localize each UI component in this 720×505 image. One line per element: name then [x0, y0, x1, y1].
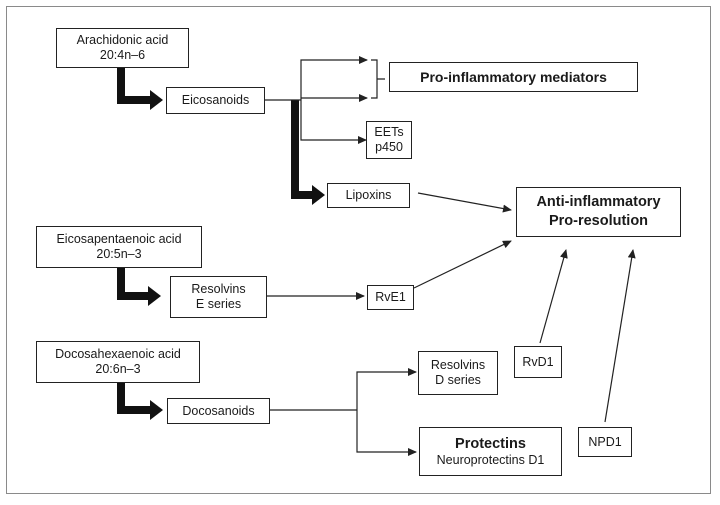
node-arachidonic-acid: Arachidonic acid 20:4n–6: [56, 28, 189, 68]
thick-arrow-dha-docosanoids: [117, 382, 152, 414]
node-resolvins-e-series: Resolvins E series: [170, 276, 267, 318]
node-dha-line2: 20:6n–3: [95, 362, 141, 376]
thick-arrowhead-dha-docosanoids: [150, 400, 163, 420]
node-protectins-line1: Protectins: [455, 436, 526, 452]
arrow-rve1-anti: [413, 240, 512, 289]
node-rve1: RvE1: [367, 285, 414, 310]
arrow-npd1-anti: [604, 249, 636, 423]
node-dha-line1: Docosahexaenoic acid: [55, 347, 181, 361]
thin-arrows: [265, 56, 636, 456]
node-docosanoids-label: Docosanoids: [182, 403, 255, 418]
node-resolvins-e-line1: Resolvins: [191, 282, 246, 296]
thick-arrow-arachidonic-eicosanoids: [117, 68, 152, 104]
node-rvd1-label: RvD1: [522, 354, 554, 369]
node-resolvins-d-series: Resolvins D series: [418, 351, 498, 395]
node-anti-inflammatory: Anti-inflammatory Pro-resolution: [516, 187, 681, 237]
node-eets-line2: p450: [375, 140, 403, 154]
thick-arrowhead-eicosanoids-lipoxins: [312, 185, 325, 205]
node-arachidonic-line2: 20:4n–6: [99, 48, 146, 62]
thick-arrowhead-arachidonic-eicosanoids: [150, 90, 163, 110]
node-eets-line1: EETs: [374, 125, 404, 139]
node-arachidonic-line1: Arachidonic acid: [76, 33, 169, 47]
node-pro-inflammatory-mediators: Pro-inflammatory mediators: [389, 62, 638, 92]
node-lipoxins: Lipoxins: [327, 183, 410, 208]
arrow-lipoxins-anti: [417, 192, 512, 213]
node-npd1: NPD1: [578, 427, 632, 457]
node-epa-line2: 20:5n–3: [96, 247, 142, 261]
node-resolvins-e-line2: E series: [195, 297, 242, 311]
brace-pro-inflammatory: [371, 59, 385, 99]
node-docosanoids: Docosanoids: [167, 398, 270, 424]
node-npd1-label: NPD1: [588, 434, 622, 449]
node-eets: EETs p450: [366, 121, 412, 159]
arrow-to-pro-inflammatory-top: [300, 56, 368, 100]
arrow-to-resolvins-d: [356, 368, 417, 410]
node-epa-line1: Eicosapentaenoic acid: [56, 232, 182, 246]
node-rve1-label: RvE1: [375, 290, 406, 304]
node-anti-inflammatory-line2: Pro-resolution: [548, 213, 649, 229]
node-resolvins-d-line1: Resolvins: [430, 358, 486, 372]
thick-arrowhead-epa-resolvins-e: [148, 286, 161, 306]
arrow-to-protectins: [356, 410, 417, 456]
node-docosahexaenoic-acid: Docosahexaenoic acid 20:6n–3: [36, 341, 200, 383]
thick-arrow-epa-resolvins-e: [117, 268, 150, 300]
thick-arrow-eicosanoids-lipoxins: [291, 100, 314, 199]
arrow-rvd1-anti: [539, 249, 568, 344]
node-eicosanoids-label: Eicosanoids: [181, 93, 250, 107]
node-protectins-line2: Neuroprotectins D1: [436, 453, 545, 467]
thick-arrows: [117, 68, 325, 420]
node-resolvins-d-line2: D series: [435, 373, 481, 387]
node-lipoxins-label: Lipoxins: [345, 188, 392, 202]
node-pro-inflammatory-label: Pro-inflammatory mediators: [420, 68, 607, 85]
figure-frame: [6, 6, 711, 494]
node-rvd1: RvD1: [514, 346, 562, 378]
arrow-to-eets: [300, 100, 367, 144]
node-eicosanoids: Eicosanoids: [166, 87, 265, 114]
node-eicosapentaenoic-acid: Eicosapentaenoic acid 20:5n–3: [36, 226, 202, 268]
node-protectins: Protectins Neuroprotectins D1: [419, 427, 562, 476]
node-anti-inflammatory-line1: Anti-inflammatory: [536, 194, 661, 210]
